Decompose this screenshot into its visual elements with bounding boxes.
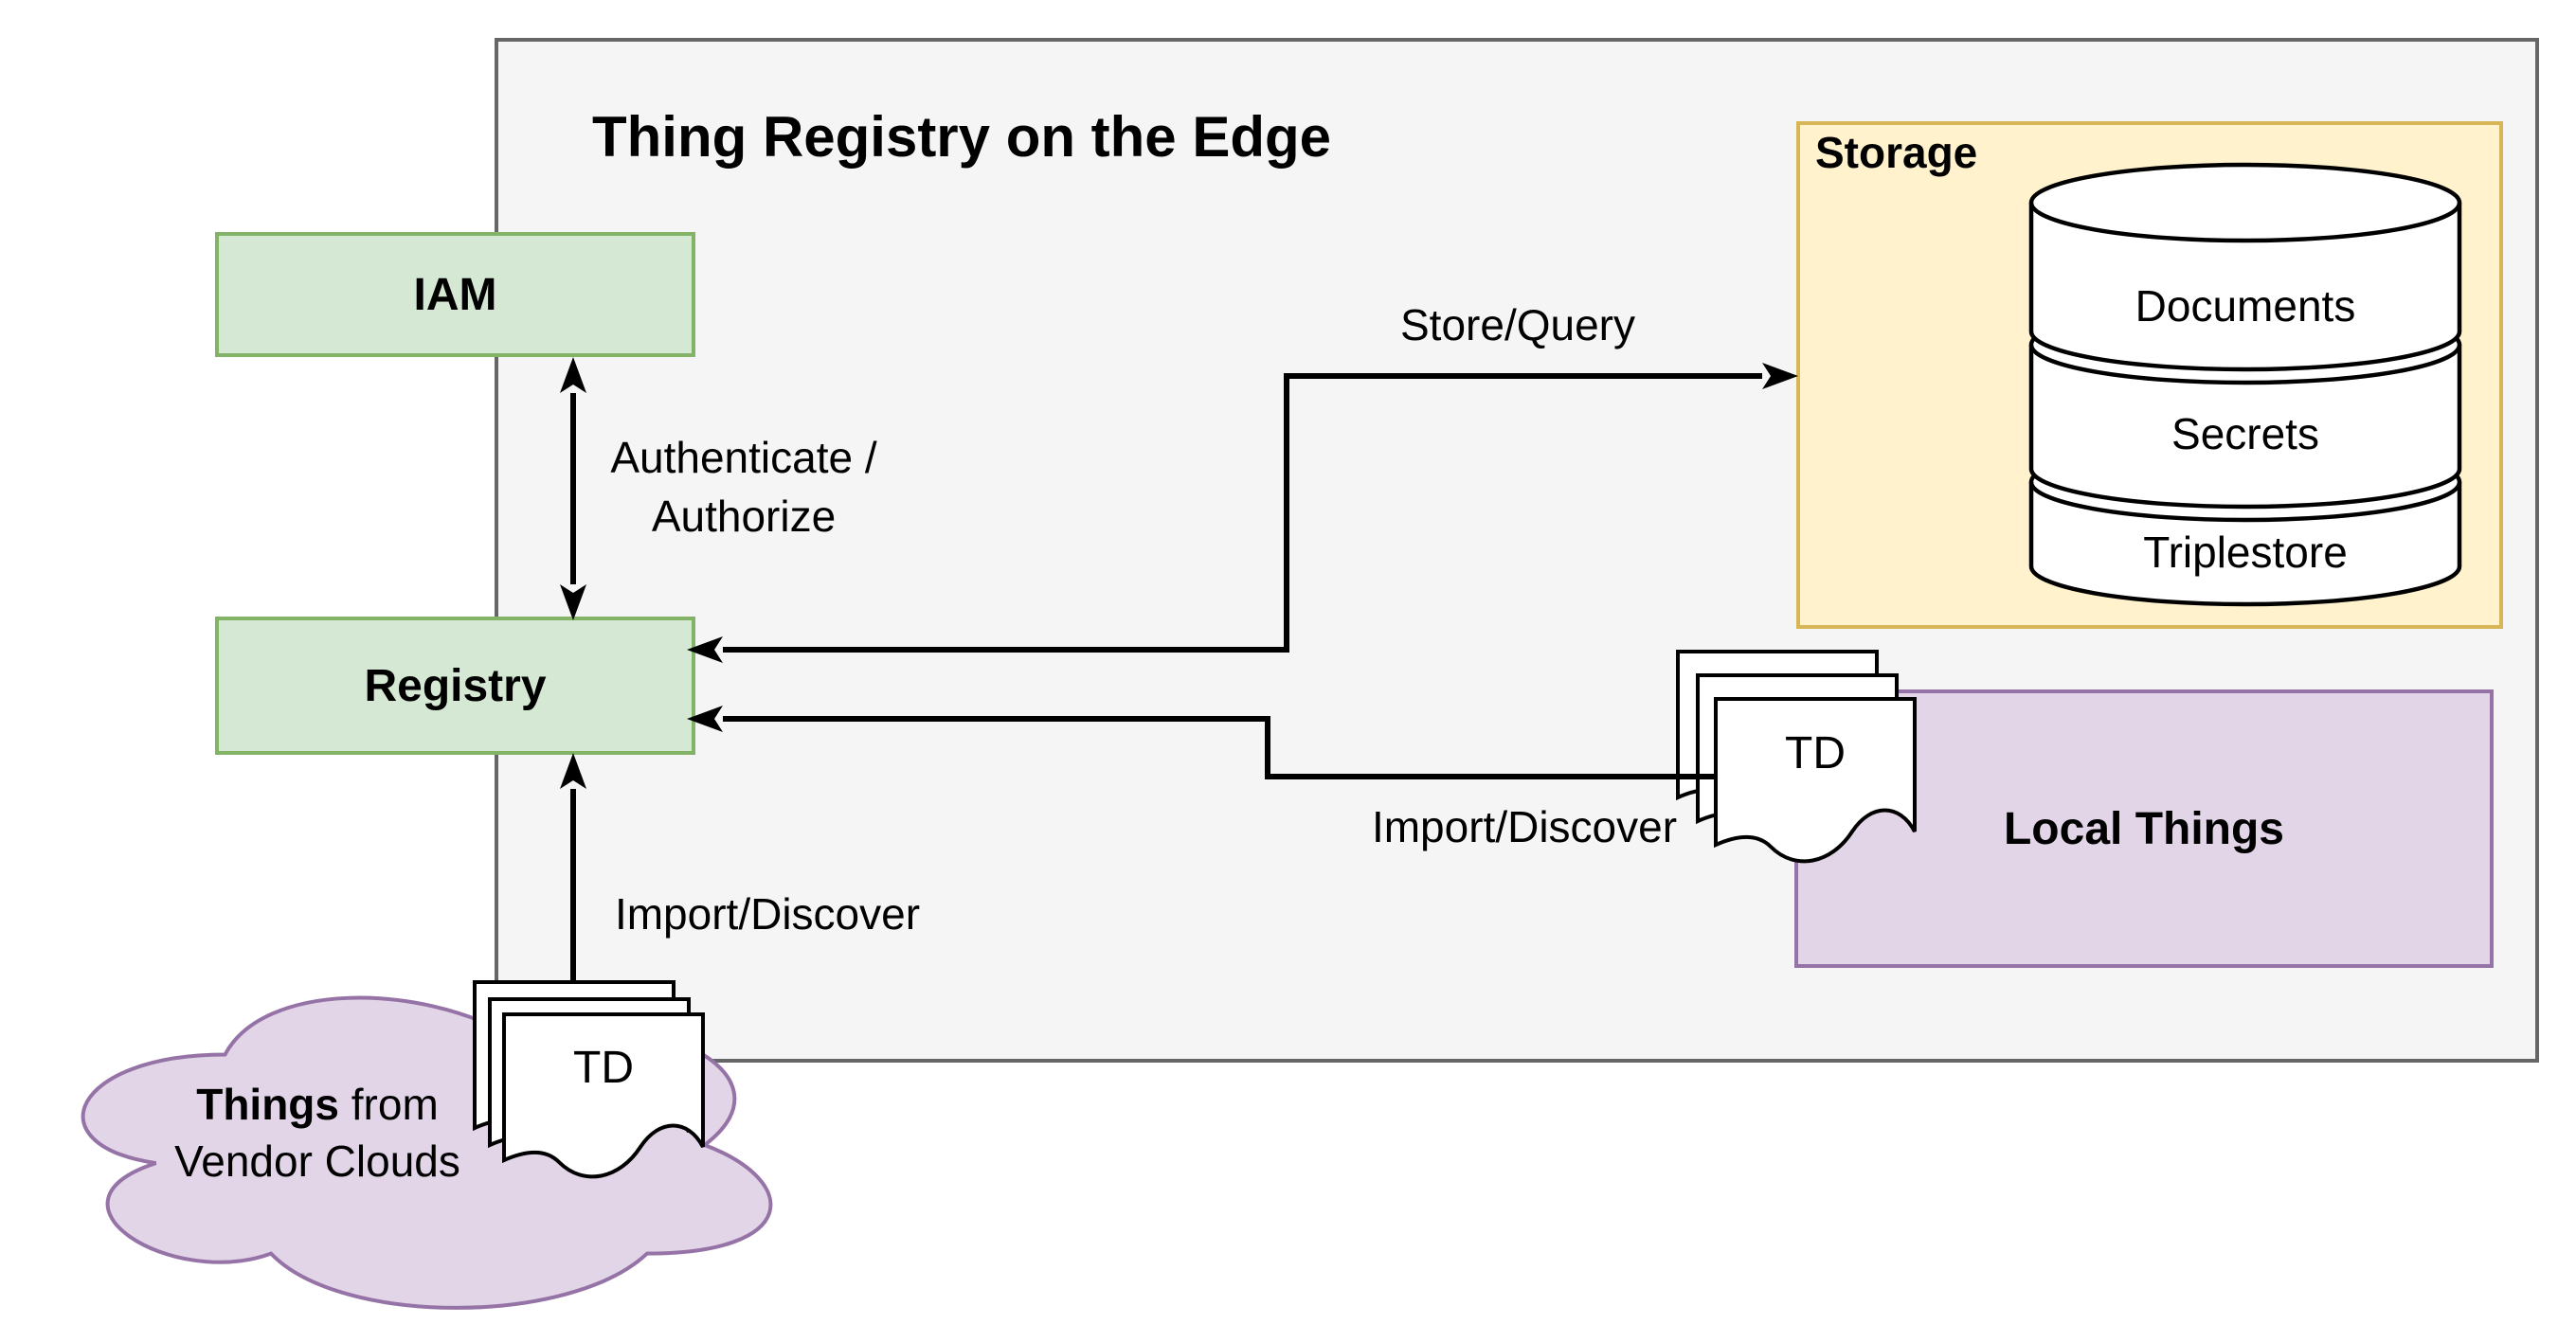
td-label-local: TD	[1785, 728, 1846, 778]
cloud-caption-rest: from	[338, 1080, 439, 1129]
import-discover-cloud-label: Import/Discover	[614, 889, 921, 939]
local-things-label: Local Things	[2003, 803, 2284, 854]
iam-node-label: IAM	[413, 269, 497, 320]
diagram-title: Thing Registry on the Edge	[592, 105, 1332, 169]
registry-node-label: Registry	[364, 660, 547, 711]
cloud-caption-line1: Things from	[114, 1076, 521, 1133]
cloud-caption-line2: Vendor Clouds	[174, 1136, 460, 1186]
cylinder-layer-label-secrets: Secrets	[2171, 409, 2319, 458]
cloud-caption-bold: Things	[196, 1080, 339, 1129]
registry-node: Registry	[215, 617, 695, 755]
import-discover-local-label: Import/Discover	[1371, 802, 1678, 851]
td-label-cloud: TD	[573, 1043, 634, 1093]
cylinder-layer-label-triplestore: Triplestore	[2143, 528, 2348, 577]
storage-group-label: Storage	[1815, 128, 1978, 177]
store-query-label: Store/Query	[1400, 300, 1635, 349]
authenticate-authorize-label: Authenticate / Authorize	[554, 428, 933, 546]
cylinder-layer-label-documents: Documents	[2135, 281, 2356, 331]
iam-node: IAM	[215, 232, 695, 357]
cloud-caption: Things from Vendor Clouds	[114, 1076, 521, 1190]
authenticate-line1: Authenticate /	[610, 433, 877, 482]
authenticate-line2: Authorize	[651, 492, 837, 541]
